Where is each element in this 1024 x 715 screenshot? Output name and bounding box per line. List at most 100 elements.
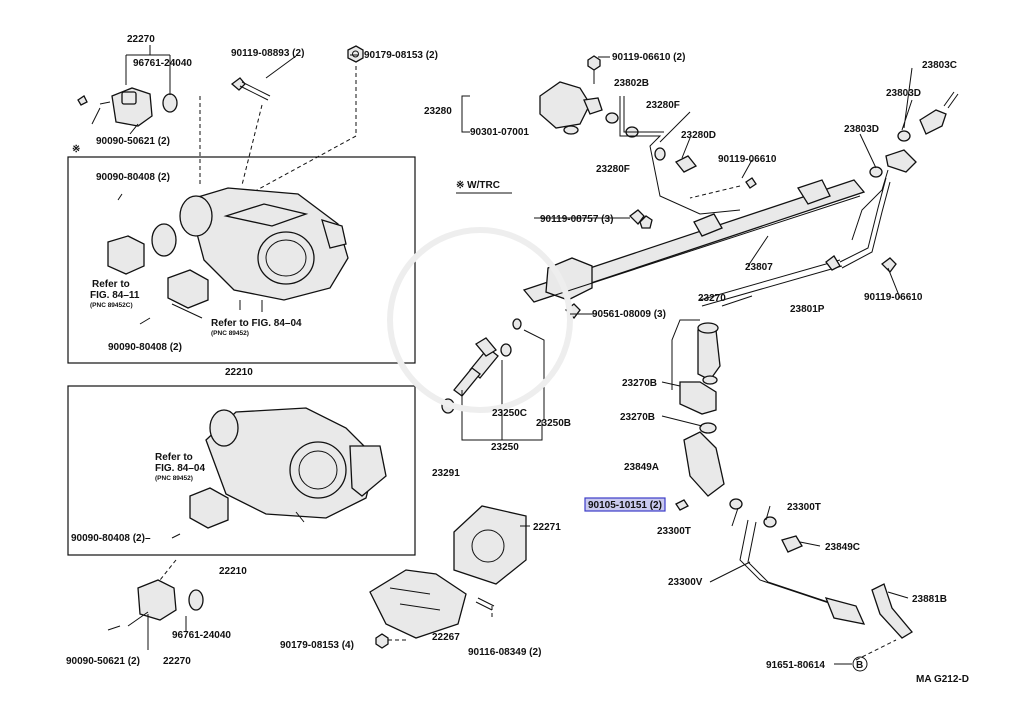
label-23849A: 23849A xyxy=(624,462,659,473)
union-bolt-23803D[interactable] xyxy=(919,91,959,135)
vsv-23280[interactable] xyxy=(539,81,603,129)
label-22267: 22267 xyxy=(432,632,460,643)
gasket-23300T-b[interactable] xyxy=(763,516,777,528)
bracket-23881B[interactable] xyxy=(871,583,913,639)
label-90105-10151[interactable]: 90105-10151 (2) xyxy=(588,500,662,511)
label-23270: 23270 xyxy=(698,293,726,304)
label-22210-bot: 22210 xyxy=(219,566,247,577)
label-23803D-a: 23803D xyxy=(886,88,921,99)
label-w-trc: ※ W/TRC xyxy=(456,180,500,191)
throttle-sensor-upper-right[interactable] xyxy=(167,269,209,309)
label-23300T-right: 23300T xyxy=(787,502,821,513)
label-90119-06610-b: 90119-06610 xyxy=(718,154,777,165)
label-refer-84-04-bot-a: Refer to xyxy=(155,452,193,463)
gasket-23280F-a[interactable] xyxy=(605,112,619,124)
label-23881B: 23881B xyxy=(912,594,947,605)
label-91651-80614: 91651-80614 xyxy=(766,660,825,671)
label-90561-08009: 90561-08009 (3) xyxy=(592,309,666,320)
label-23280D: 23280D xyxy=(681,130,716,141)
label-90090-80408-b: 90090-80408 (2) xyxy=(108,342,182,353)
label-90119-06610-c: 90119-06610 xyxy=(864,292,923,303)
lower-throttle-box xyxy=(67,385,416,556)
label-refer-84-11-a: Refer to xyxy=(92,279,130,290)
label-90090-50621-top: 90090-50621 (2) xyxy=(96,136,170,147)
label-90090-50621-bot: 90090-50621 (2) xyxy=(66,656,140,667)
fuel-hose-23300V[interactable] xyxy=(739,519,866,625)
label-23803C: 23803C xyxy=(922,60,957,71)
bracket-22267[interactable] xyxy=(369,569,467,639)
label-23250B: 23250B xyxy=(536,418,571,429)
gasket-23300T-a[interactable] xyxy=(729,498,743,510)
label-22270-top: 22270 xyxy=(127,34,155,45)
label-23280: 23280 xyxy=(424,106,452,117)
label-90179-bot: 90179-08153 (4) xyxy=(280,640,354,651)
throttle-position-sensor-bottom[interactable] xyxy=(137,579,204,621)
label-23300V: 23300V xyxy=(668,577,703,588)
label-23807: 23807 xyxy=(745,262,773,273)
gasket-23803D[interactable] xyxy=(897,130,911,142)
label-90116-08349: 90116-08349 (2) xyxy=(468,647,541,658)
throttle-body-upper[interactable] xyxy=(179,187,349,312)
label-23280F-top: 23280F xyxy=(646,100,680,111)
gasket-23803C[interactable] xyxy=(869,166,883,178)
highlight-box xyxy=(584,497,666,512)
label-90090-80408-a: 90090-80408 (2) xyxy=(96,172,170,183)
label-23270B-b: 23270B xyxy=(620,412,655,423)
label-96761-top: 96761-24040 xyxy=(133,58,192,69)
gasket-23270B-b[interactable] xyxy=(699,422,717,434)
label-22270-bot: 22270 xyxy=(163,656,191,667)
circle-b-marker xyxy=(852,656,868,672)
fuel-return-pipe-23801P[interactable] xyxy=(699,177,891,307)
label-refer-84-04-bot-b: FIG. 84–04 xyxy=(155,463,205,474)
union-bolt-23849C[interactable] xyxy=(781,535,803,553)
grommet-23250B[interactable] xyxy=(512,318,522,330)
label-refer-84-11-b: FIG. 84–11 xyxy=(90,290,140,301)
throttle-body-lower[interactable] xyxy=(205,407,387,523)
o-ring-23250C[interactable] xyxy=(500,343,512,357)
throttle-position-sensor-top[interactable] xyxy=(99,87,178,127)
fuel-delivery-pipe-23807[interactable] xyxy=(522,179,866,303)
label-96761-bot: 96761-24040 xyxy=(172,630,231,641)
label-23849C: 23849C xyxy=(825,542,860,553)
label-refer-84-04-bot-c: (PNC 89452) xyxy=(155,475,193,482)
label-ma-g212-d: MA G212-D xyxy=(916,674,969,685)
label-23250C: 23250C xyxy=(492,408,527,419)
circle-b-label: B xyxy=(856,660,863,671)
label-90119-06610-a: 90119-06610 (2) xyxy=(612,52,685,63)
label-90179-top: 90179-08153 (2) xyxy=(364,50,438,61)
label-90090-80408-c: 90090-80408 (2)– xyxy=(71,533,151,544)
label-90119-08757: 90119-08757 (3) xyxy=(540,214,613,225)
union-bolt-23280D[interactable] xyxy=(674,155,698,173)
nut-90179-top[interactable] xyxy=(347,45,364,63)
asterisk-mark: ※ xyxy=(72,144,80,155)
o-ring-90301[interactable] xyxy=(563,125,579,135)
throttle-sensor-upper-left[interactable] xyxy=(107,223,177,275)
label-23280F-bot: 23280F xyxy=(596,164,630,175)
gasket-23270B-a[interactable] xyxy=(702,375,718,385)
screw-icon xyxy=(77,95,88,106)
label-23270B-a: 23270B xyxy=(622,378,657,389)
throttle-sensor-lower[interactable] xyxy=(189,487,229,529)
label-22271: 22271 xyxy=(533,522,561,533)
gasket-22271[interactable] xyxy=(453,505,527,585)
label-23300T-left: 23300T xyxy=(657,526,691,537)
label-23801P: 23801P xyxy=(790,304,825,315)
label-90301-07001: 90301-07001 xyxy=(470,127,529,138)
clamp-23849A[interactable] xyxy=(683,431,725,497)
label-23803D-b: 23803D xyxy=(844,124,879,135)
fuel-injector-23250[interactable] xyxy=(453,337,499,397)
bolt-90119-08893[interactable] xyxy=(230,77,271,101)
label-23250: 23250 xyxy=(491,442,519,453)
label-90119-08893: 90119-08893 (2) xyxy=(231,48,304,59)
label-refer-84-04-top-pnc: (PNC 89452) xyxy=(211,330,249,337)
label-23802B: 23802B xyxy=(614,78,649,89)
fuel-pressure-regulator-23270[interactable] xyxy=(671,319,721,390)
label-22210-top: 22210 xyxy=(225,367,253,378)
bolt-90105-10151[interactable] xyxy=(675,499,689,511)
label-refer-84-11-c: (PNC 89452C) xyxy=(90,302,133,309)
label-23291: 23291 xyxy=(432,468,460,479)
label-refer-84-04-top: Refer to FIG. 84–04 xyxy=(211,318,302,329)
gasket-23280F-c[interactable] xyxy=(654,147,666,161)
fitting-23270B[interactable] xyxy=(679,381,717,415)
